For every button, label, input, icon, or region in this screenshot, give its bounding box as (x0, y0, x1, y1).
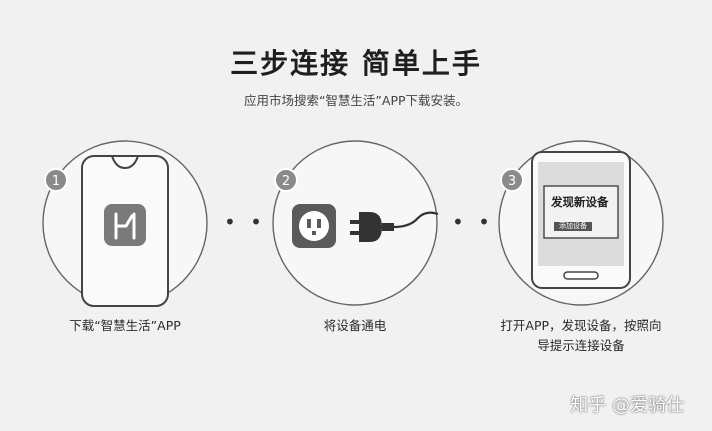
step-1: 1 (40, 138, 210, 308)
step-3-illustration: 3 (498, 140, 664, 306)
page-subtitle: 应用市场搜索“智慧生活”APP下载安装。 (243, 93, 469, 108)
step-2-number: 2 (282, 174, 290, 189)
step-3-caption: 打开APP，发现设备，按照向 导提示连接设备 (476, 316, 686, 356)
step-1-badge (44, 168, 68, 192)
step-1-number: 1 (52, 174, 60, 189)
step-2-badge (274, 168, 298, 192)
step-3: 3 发现新设备 添加设备 (496, 138, 666, 308)
step-3-caption-line-1: 打开APP，发现设备，按照向 (500, 318, 662, 333)
power-plug-icon (350, 211, 439, 242)
add-device-button: 添加设备 (559, 222, 587, 230)
step-3-caption-line-2: 导提示连接设备 (537, 338, 625, 353)
step-2: 2 (270, 138, 440, 308)
step-1-illustration: 1 (42, 140, 208, 307)
add-device-button-shape (554, 222, 592, 231)
step-2-caption: 将设备通电 (323, 318, 387, 333)
popup-title: 发现新设备 (551, 195, 609, 209)
step-3-number: 3 (508, 174, 516, 189)
page-title: 三步连接 简单上手 (230, 47, 482, 80)
step-1-caption: 下载“智慧生活”APP (69, 318, 181, 333)
power-socket-icon (292, 204, 336, 248)
smart-life-app-icon (104, 204, 146, 246)
step-2-illustration: 2 (272, 140, 439, 306)
phone-notch (111, 155, 139, 170)
step-3-badge (500, 168, 524, 192)
watermark: 知乎 @爱骑仕 (570, 395, 684, 416)
phone-home-button (563, 271, 599, 280)
